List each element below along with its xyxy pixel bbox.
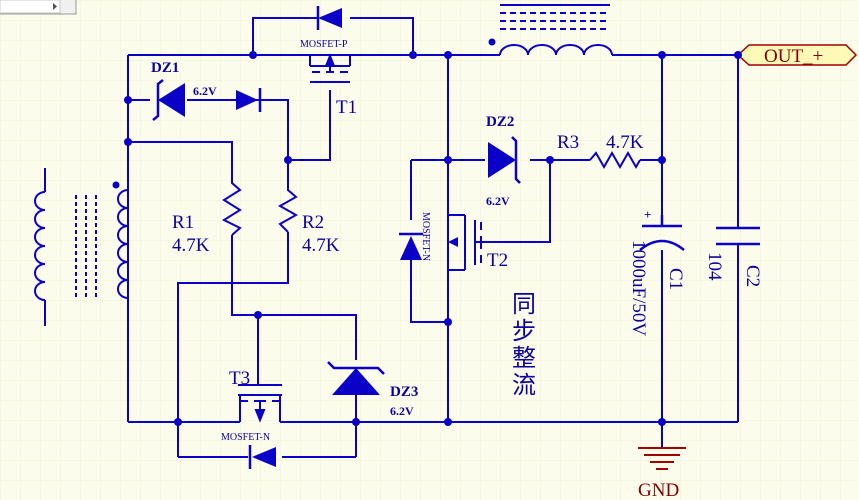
t1-body-diode [316, 6, 342, 30]
inductor [499, 4, 613, 56]
t2-body-diode [399, 232, 423, 260]
junction-dots [124, 51, 666, 426]
chevron-right-icon [53, 3, 57, 10]
t2-ref-label: T2 [487, 250, 508, 271]
dz2-ref-label: DZ2 [486, 114, 514, 130]
sync-rectification-char: 步 [512, 318, 540, 345]
inductor-dot [488, 38, 496, 46]
sync-rectification-char: 整 [512, 345, 540, 372]
dz2-value-label: 6.2V [486, 194, 510, 208]
zener-dz2 [488, 136, 521, 184]
c1-value-label: 1000uF/50V [628, 240, 649, 336]
resistor-r3 [589, 150, 641, 170]
capacitor-c1 [639, 215, 685, 251]
ground-label: GND [638, 480, 679, 500]
toolbar-fragment[interactable] [0, 0, 77, 15]
transformer [34, 168, 129, 326]
zener-dz1 [152, 79, 185, 121]
capacitor-c2 [716, 226, 760, 246]
t3-ref-label: T3 [229, 368, 250, 389]
dz1-value-label: 6.2V [193, 84, 217, 98]
t1-type-label: MOSFET-P [300, 39, 348, 50]
transformer-dot [112, 181, 120, 189]
sync-rectification-label: 同步整流 [512, 291, 540, 399]
mosfet-t2 [464, 215, 490, 270]
c2-ref-label: C2 [742, 265, 763, 287]
resistor-r1 [221, 175, 242, 236]
resistor-r2 [277, 185, 299, 233]
mosfet-t1 [310, 53, 350, 83]
t1-ref-label: T1 [336, 97, 357, 118]
sync-rectification-char: 流 [512, 372, 540, 399]
c1-ref-label: C1 [665, 268, 686, 290]
ground-symbol [638, 447, 686, 470]
dz3-ref-label: DZ3 [390, 384, 418, 400]
output-port[interactable] [734, 44, 858, 66]
c1-polarity-label: + [644, 207, 651, 222]
output-port-label: OUT_+ [764, 46, 823, 67]
r1-value-label: 4.7K [172, 235, 210, 256]
dz1-ref-label: DZ1 [151, 60, 179, 76]
dz3-value-label: 6.2V [390, 404, 414, 418]
zener-dz3 [327, 361, 385, 395]
mosfet-t3 [238, 384, 282, 423]
t3-body-diode [248, 445, 276, 469]
r2-value-label: 4.7K [302, 235, 340, 256]
r3-ref-label: R3 [557, 132, 579, 153]
r1-ref-label: R1 [172, 212, 194, 233]
t2-arrow [448, 237, 458, 247]
diode-gate-t1 [236, 88, 262, 112]
t2-type-label: MOSFET-N [420, 212, 431, 261]
sync-rectification-char: 同 [512, 291, 540, 318]
r3-value-label: 4.7K [606, 132, 644, 153]
r2-ref-label: R2 [302, 212, 324, 233]
t3-type-label: MOSFET-N [221, 432, 270, 443]
c2-value-label: 104 [704, 252, 725, 281]
wires [127, 17, 739, 458]
